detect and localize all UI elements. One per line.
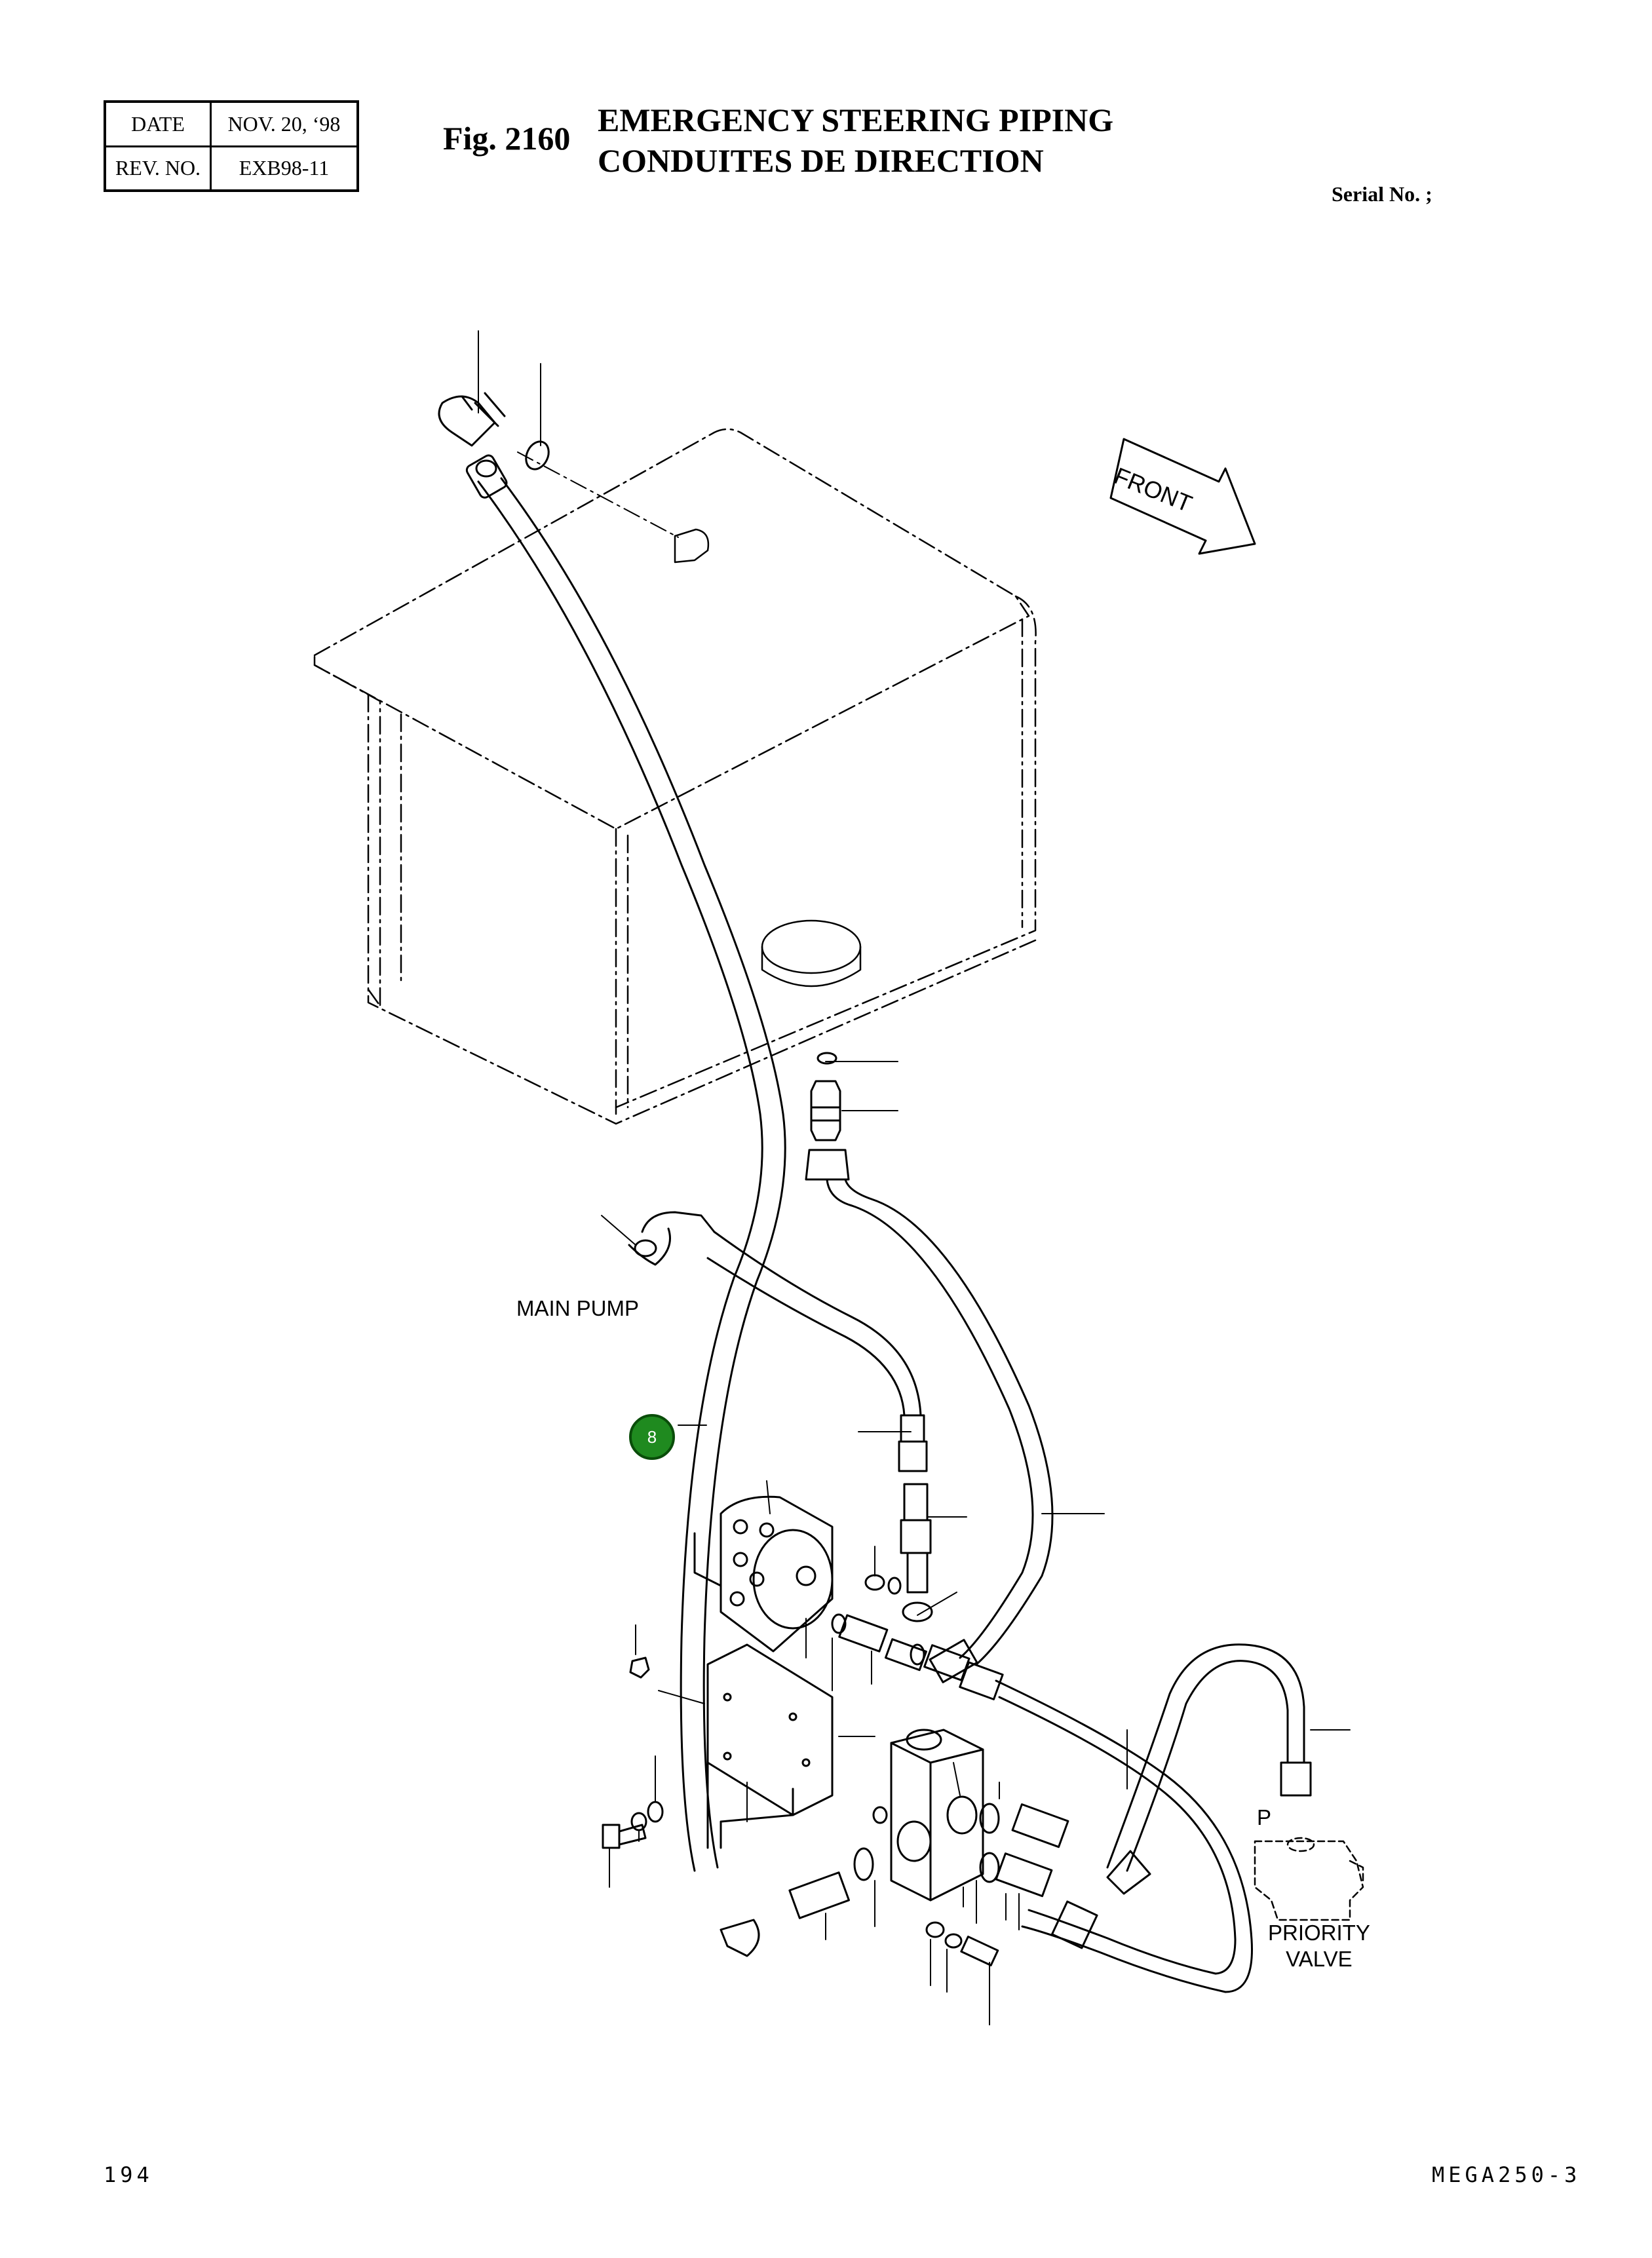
hydraulic-tank xyxy=(313,428,1037,1125)
title-french: CONDUITES DE DIRECTION xyxy=(598,142,1044,179)
callout-badge[interactable]: 8 xyxy=(629,1414,675,1460)
pump-fittings xyxy=(831,1574,1004,1700)
leader-lines xyxy=(478,330,1351,2025)
valve-block xyxy=(872,1729,984,1902)
rev-value: EXB98-11 xyxy=(210,145,359,192)
model-number: MEGA250-3 xyxy=(1432,2162,1581,2187)
date-label: DATE xyxy=(104,100,212,147)
long-hose xyxy=(477,477,786,1872)
pump-adapter xyxy=(900,1483,933,1622)
port-p-label: P xyxy=(1257,1805,1272,1829)
tank-cap xyxy=(674,528,862,987)
priority-valve-line2: VALVE xyxy=(1286,1947,1353,1971)
serial-number: Serial No. ; xyxy=(1332,182,1432,206)
title-english: EMERGENCY STEERING PIPING xyxy=(598,102,1114,138)
rev-label: REV. NO. xyxy=(104,145,212,192)
steering-pump xyxy=(693,1495,834,1653)
figure-title: EMERGENCY STEERING PIPING CONDUITES DE D… xyxy=(598,100,1113,181)
priority-valve-label: PRIORITY VALVE xyxy=(1268,1920,1370,1972)
revision-table: DATE NOV. 20, ‘98 REV. NO. EXB98-11 xyxy=(104,100,359,192)
block-fittings xyxy=(720,1803,1069,1966)
main-pump-hose xyxy=(628,1211,928,1472)
top-elbow-fitting xyxy=(438,392,550,499)
priority-valve-line1: PRIORITY xyxy=(1268,1921,1370,1945)
date-value: NOV. 20, ‘98 xyxy=(210,100,359,147)
mounting-bracket xyxy=(706,1643,834,1849)
tank-return-hose xyxy=(805,1052,1054,1683)
front-arrow xyxy=(1109,438,1256,555)
figure-number: Fig. 2160 xyxy=(443,120,571,157)
bracket-bolts xyxy=(602,1656,664,1849)
main-pump-label: MAIN PUMP xyxy=(516,1296,640,1320)
priority-valve xyxy=(1254,1837,1364,1921)
page-number: 194 xyxy=(104,2162,153,2187)
